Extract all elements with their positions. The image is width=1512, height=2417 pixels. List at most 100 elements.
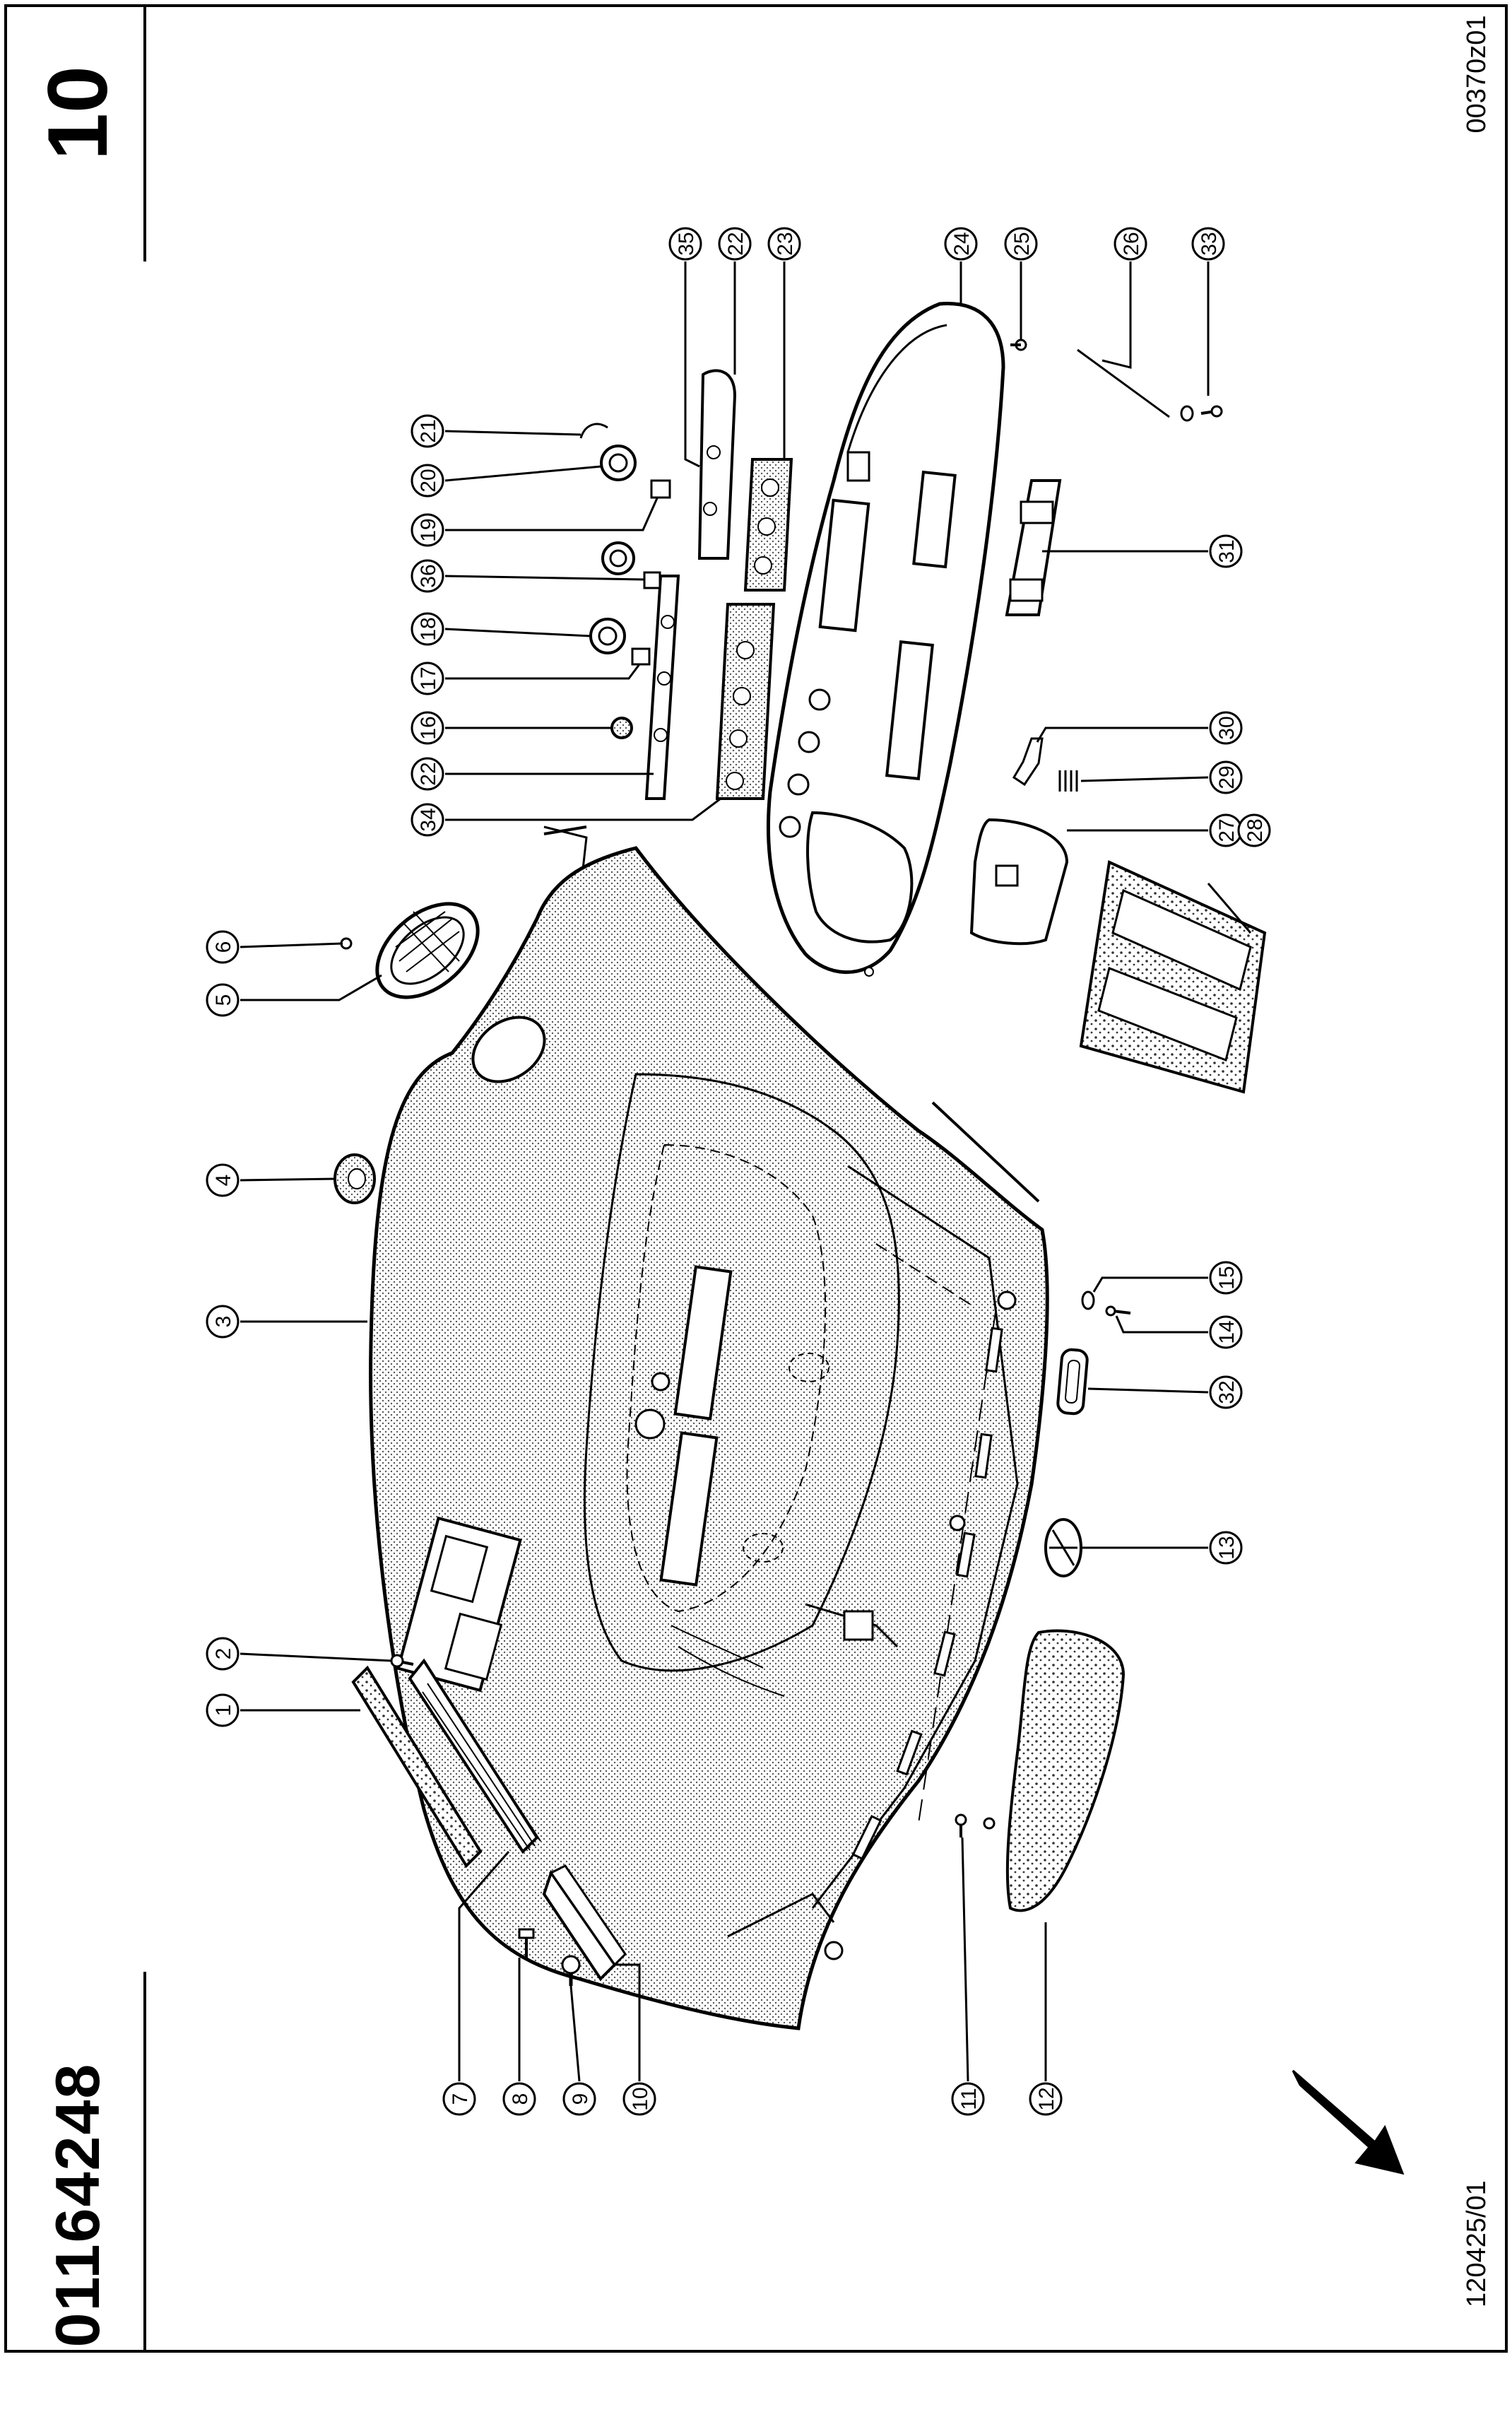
- svg-text:11: 11: [957, 2088, 981, 2110]
- part-14-screw: [1105, 1305, 1131, 1317]
- part-28-lamp-housing: [1079, 860, 1267, 1094]
- part-25-screw: [1010, 339, 1027, 351]
- callout-36: 36: [411, 559, 444, 593]
- callout-7: 7: [442, 2082, 476, 2116]
- callout-25: 25: [1004, 227, 1038, 261]
- callout-22-left: 22: [411, 757, 444, 791]
- parts-diagram-sheet: 01164248 10 00370z01 120425/01: [4, 4, 1508, 2353]
- svg-text:6: 6: [212, 941, 235, 953]
- callout-markers: 1 2 3 4 5 6 7 8 9 10 11 12 13 14 15 16 1…: [206, 227, 1271, 2116]
- callout-32: 32: [1209, 1375, 1243, 1409]
- svg-text:34: 34: [417, 808, 440, 831]
- svg-text:12: 12: [1035, 2087, 1058, 2110]
- part-6-screw: [340, 937, 353, 950]
- svg-text:7: 7: [449, 2093, 472, 2105]
- part-17-clip: [631, 647, 651, 666]
- callout-13: 13: [1209, 1531, 1243, 1565]
- part-24-console: [766, 302, 1005, 977]
- callout-21: 21: [411, 414, 444, 448]
- part-22-strip-right: [697, 369, 737, 560]
- part-12-sun-visor: [1005, 1629, 1126, 1912]
- callout-9: 9: [562, 2082, 596, 2116]
- callout-29: 29: [1209, 760, 1243, 794]
- callout-17: 17: [411, 661, 444, 695]
- part-16-knob: [610, 717, 633, 739]
- diagram-canvas: 1 2 3 4 5 6 7 8 9 10 11 12 13 14 15 16 1…: [4, 4, 1508, 2353]
- svg-text:23: 23: [774, 232, 797, 255]
- svg-text:32: 32: [1215, 1380, 1239, 1404]
- part-36-clip: [643, 571, 661, 589]
- part-18-ring: [589, 618, 626, 654]
- part-23-switch-panel: [743, 458, 793, 592]
- callout-24: 24: [944, 227, 978, 261]
- callout-16: 16: [411, 711, 444, 745]
- svg-text:33: 33: [1198, 232, 1221, 255]
- leader-lines: [240, 261, 1252, 2082]
- callout-14: 14: [1209, 1315, 1243, 1349]
- page-border: [4, 4, 1508, 2353]
- callout-35: 35: [668, 227, 702, 261]
- svg-text:30: 30: [1215, 716, 1239, 739]
- svg-text:26: 26: [1120, 232, 1143, 255]
- svg-text:14: 14: [1215, 1320, 1239, 1343]
- part-7-grille: [408, 1658, 541, 1854]
- svg-text:25: 25: [1010, 232, 1034, 255]
- part-20-ring: [600, 445, 637, 481]
- part-9-plug: [561, 1955, 581, 1986]
- svg-text:22: 22: [417, 762, 440, 785]
- part-13-clip: [1044, 1518, 1082, 1577]
- callout-12: 12: [1029, 2082, 1063, 2116]
- part-19-clip: [650, 479, 671, 499]
- callout-33: 33: [1191, 227, 1225, 261]
- part-8-screw: [518, 1928, 535, 1958]
- svg-text:3: 3: [212, 1316, 235, 1328]
- part-30-clip: [1012, 737, 1044, 787]
- callout-1: 1: [206, 1693, 240, 1727]
- svg-text:18: 18: [417, 617, 440, 640]
- part-10-clip: [542, 1864, 627, 1982]
- part-5-speaker-grille: [375, 902, 480, 999]
- headliner-panel: [369, 825, 1049, 2030]
- svg-text:8: 8: [509, 2093, 532, 2105]
- callout-30: 30: [1209, 711, 1243, 745]
- part-22-strip-left: [644, 575, 680, 800]
- callout-15: 15: [1209, 1261, 1243, 1295]
- callout-8: 8: [502, 2082, 536, 2116]
- part-1-trim-strip: [351, 1665, 483, 1869]
- svg-text:4: 4: [212, 1175, 235, 1187]
- part-31-bracket: [1005, 479, 1062, 616]
- svg-text:20: 20: [417, 469, 440, 492]
- callout-20: 20: [411, 464, 444, 498]
- callout-23: 23: [767, 227, 801, 261]
- callout-18: 18: [411, 612, 444, 646]
- part-32-bezel: [1056, 1348, 1089, 1416]
- svg-text:19: 19: [417, 518, 440, 541]
- callout-4: 4: [206, 1163, 240, 1197]
- svg-text:24: 24: [950, 232, 974, 255]
- part-29-spring: [1058, 770, 1078, 792]
- svg-text:21: 21: [417, 419, 440, 442]
- part-27-cover: [969, 818, 1069, 946]
- callout-28: 28: [1237, 813, 1271, 847]
- part-26-cable: [1077, 348, 1170, 418]
- callout-10: 10: [622, 2082, 656, 2116]
- callout-5: 5: [206, 983, 240, 1017]
- callout-26: 26: [1114, 227, 1147, 261]
- svg-text:1: 1: [212, 1705, 235, 1717]
- part-15-washer: [1081, 1290, 1095, 1310]
- svg-text:15: 15: [1215, 1266, 1239, 1289]
- callout-19: 19: [411, 513, 444, 547]
- svg-text:13: 13: [1215, 1536, 1239, 1559]
- part-4-grommet: [333, 1153, 376, 1204]
- svg-text:9: 9: [569, 2093, 592, 2105]
- callout-3: 3: [206, 1305, 240, 1339]
- callout-31: 31: [1209, 534, 1243, 568]
- part-36-ring: [601, 541, 635, 575]
- callout-11: 11: [951, 2082, 985, 2116]
- svg-text:16: 16: [417, 716, 440, 739]
- svg-text:17: 17: [417, 666, 440, 690]
- svg-text:29: 29: [1215, 765, 1239, 789]
- part-21-spring: [579, 423, 608, 439]
- svg-text:36: 36: [417, 564, 440, 587]
- callout-34: 34: [411, 803, 444, 837]
